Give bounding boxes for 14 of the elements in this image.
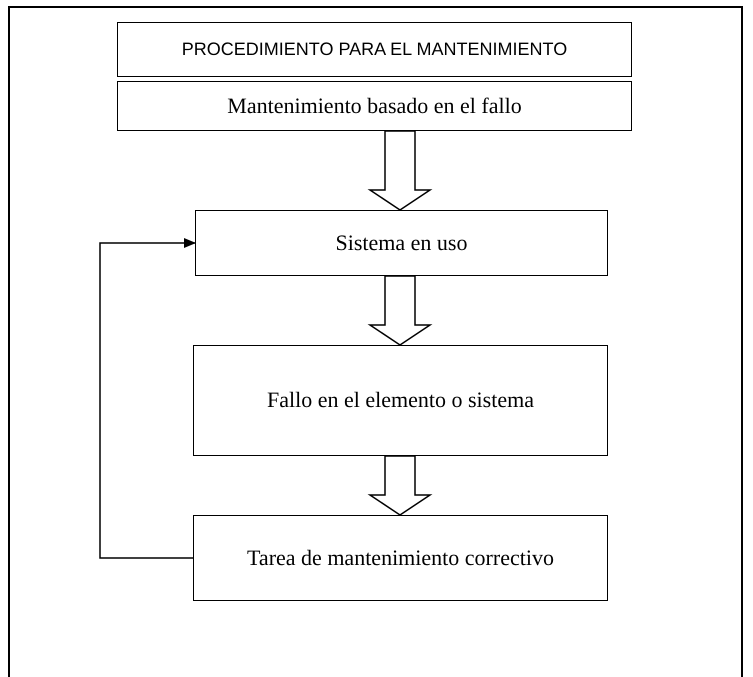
process-box bbox=[193, 515, 608, 601]
block-arrow bbox=[368, 455, 432, 516]
box-text: Mantenimiento basado en el fallo bbox=[227, 92, 522, 120]
block-arrow bbox=[368, 275, 432, 346]
box-text: Tarea de mantenimiento correctivo bbox=[247, 544, 554, 572]
process-box bbox=[195, 210, 608, 276]
box-text: Fallo en el elemento o sistema bbox=[267, 386, 534, 414]
title-box bbox=[117, 22, 632, 77]
box-text: Sistema en uso bbox=[336, 228, 468, 257]
process-box bbox=[117, 81, 632, 131]
arrow bbox=[99, 238, 196, 559]
title-text: PROCEDIMIENTO PARA EL MANTENIMIENTO bbox=[182, 38, 568, 61]
process-box bbox=[193, 345, 608, 456]
block-arrow bbox=[368, 130, 432, 211]
